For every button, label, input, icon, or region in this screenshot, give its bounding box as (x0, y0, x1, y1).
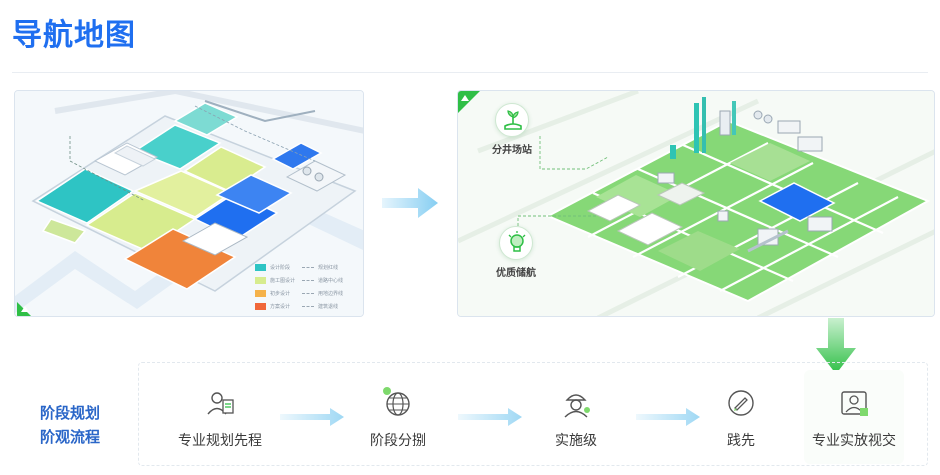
flow-title-line-2: 阶观流程 (40, 428, 101, 446)
pen-circle-icon (724, 386, 758, 420)
flow-step[interactable]: 实施级 (516, 386, 636, 450)
worker-icon (559, 386, 593, 420)
flow-step-label: 阶段分捌 (370, 433, 426, 449)
flow-arrow-icon (280, 408, 344, 430)
callout-label: 优质储航 (496, 268, 536, 279)
callout-label: 分井场站 (492, 145, 532, 156)
legend-line-item: 建筑退线 (302, 301, 344, 311)
flow-step[interactable]: 践先 (681, 386, 801, 450)
flow-step-label: 专业规划先程 (178, 433, 262, 449)
flow-title-line-1: 阶段规划 (40, 404, 101, 422)
planning-map-drawing (15, 91, 363, 316)
callout-well-station[interactable]: 分井场站 (492, 103, 532, 156)
photo-frame-icon (837, 386, 871, 420)
flow-arrow-icon (636, 408, 700, 430)
flow-step[interactable]: 专业规划先程 (160, 386, 280, 450)
flow-step[interactable]: 专业实放视交 (794, 386, 914, 450)
legend-item: 施工图设计 (255, 275, 296, 285)
final-step-highlight (804, 370, 904, 464)
callout-quality-reserve[interactable]: 优质储航 (496, 226, 536, 279)
person-doc-icon (203, 386, 237, 420)
legend-item: 设计阶段 (255, 262, 296, 272)
legend-line-item: 道路中心线 (302, 275, 344, 285)
flow-step-label: 践先 (727, 433, 755, 449)
flow-step-label: 专业实放视交 (812, 433, 896, 449)
flow-arrow-icon (458, 408, 522, 430)
legend-item: 方案设计 (255, 301, 296, 311)
navigation-map-drawing (458, 91, 934, 316)
planning-map-panel[interactable] (14, 90, 364, 317)
legend-line-item: 用地边界线 (302, 288, 344, 298)
flow-step[interactable]: 阶段分捌 (338, 386, 458, 450)
map-logo-icon (458, 91, 480, 113)
title-divider (12, 72, 928, 73)
globe-icon (381, 386, 415, 420)
legend-item: 初步设计 (255, 288, 296, 298)
map-logo-icon (17, 294, 39, 316)
flow-step-label: 实施级 (555, 433, 597, 449)
flow-panel (138, 362, 928, 466)
lightbulb-icon (499, 226, 533, 260)
right-arrow-icon (382, 186, 440, 224)
navigation-map-panel[interactable]: 分井场站 优质储航 (457, 90, 935, 317)
page-title: 导航地图 (12, 18, 136, 53)
legend-line-item: 规划红线 (302, 262, 344, 272)
hand-plant-icon (495, 103, 529, 137)
map-legend: 设计阶段 施工图设计 初步设计 方案设计 规划红线 道路中心线 用地边界线 建筑… (255, 262, 347, 314)
down-arrow-icon (814, 318, 858, 380)
